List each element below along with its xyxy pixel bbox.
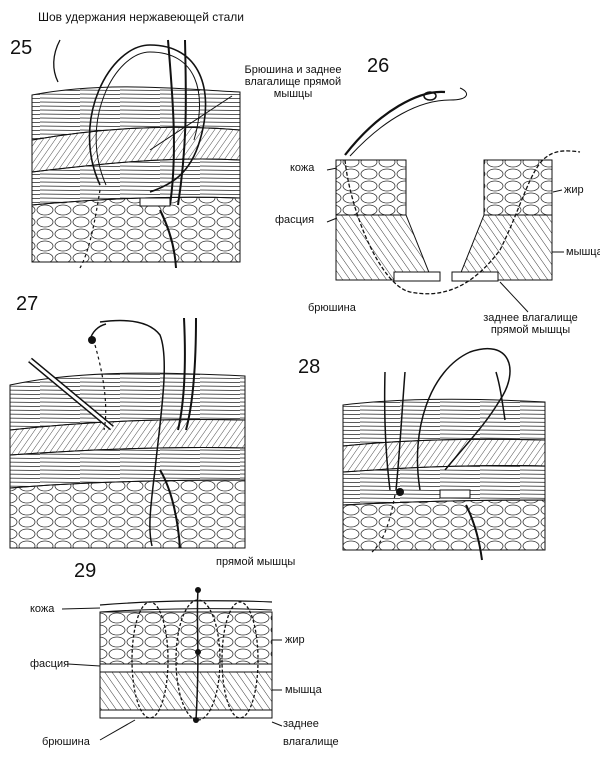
figure-26-muscle-label: мышца — [566, 246, 600, 258]
figure-25-drawing — [31, 39, 241, 269]
figure-29-peritoneum-label: брюшина — [42, 736, 90, 748]
figure-26-sheath-line2: прямой мышцы — [490, 324, 571, 336]
figure-29-skin-label: кожа — [30, 603, 55, 615]
figure-27-number: 27 — [16, 293, 39, 315]
figure-26-peritoneum-label: брюшина — [308, 302, 356, 314]
figure-29-number: 29 — [74, 560, 97, 582]
figure-28-drawing — [342, 347, 546, 561]
figure-25-number: 25 — [10, 37, 33, 59]
figure-29-sheath-line2: влагалище — [283, 736, 339, 748]
figure-26-sheath-label: заднее влагалище прямой мышцы — [468, 312, 593, 336]
figure-29-fascia-label: фасция — [30, 658, 70, 670]
figure-title: Шов удержания нержавеющей стали — [38, 10, 244, 24]
figure-29-drawing — [61, 587, 283, 741]
figure-26-drawing — [326, 87, 581, 313]
figure-29-sheath-line1: заднее — [283, 718, 319, 730]
figure-26-fascia-label: фасция — [275, 214, 315, 226]
figure-27-drawing — [9, 317, 246, 549]
figure-29-fat-label: жир — [285, 634, 305, 646]
figure-28-number: 28 — [298, 356, 321, 378]
figure-25-label: Брюшина и заднее влагалище прямой мышцы — [228, 64, 358, 100]
figure-26-number: 26 — [367, 55, 390, 77]
figure-26-skin-label: кожа — [290, 162, 315, 174]
figure-25-label-line2: влагалище прямой — [244, 76, 342, 88]
figure-25-label-line3: мышцы — [273, 88, 313, 100]
figure-26-fat-label: жир — [564, 184, 584, 196]
figure-29-sheath-label: заднее влагалище — [283, 718, 339, 748]
figure-25-label-line1: Брюшина и заднее — [244, 64, 342, 76]
figure-29-muscle-label: мышца — [285, 684, 322, 696]
figure-26-sheath-line1: заднее влагалище — [483, 312, 578, 324]
figure-29-caption-top: прямой мышцы — [216, 556, 296, 568]
